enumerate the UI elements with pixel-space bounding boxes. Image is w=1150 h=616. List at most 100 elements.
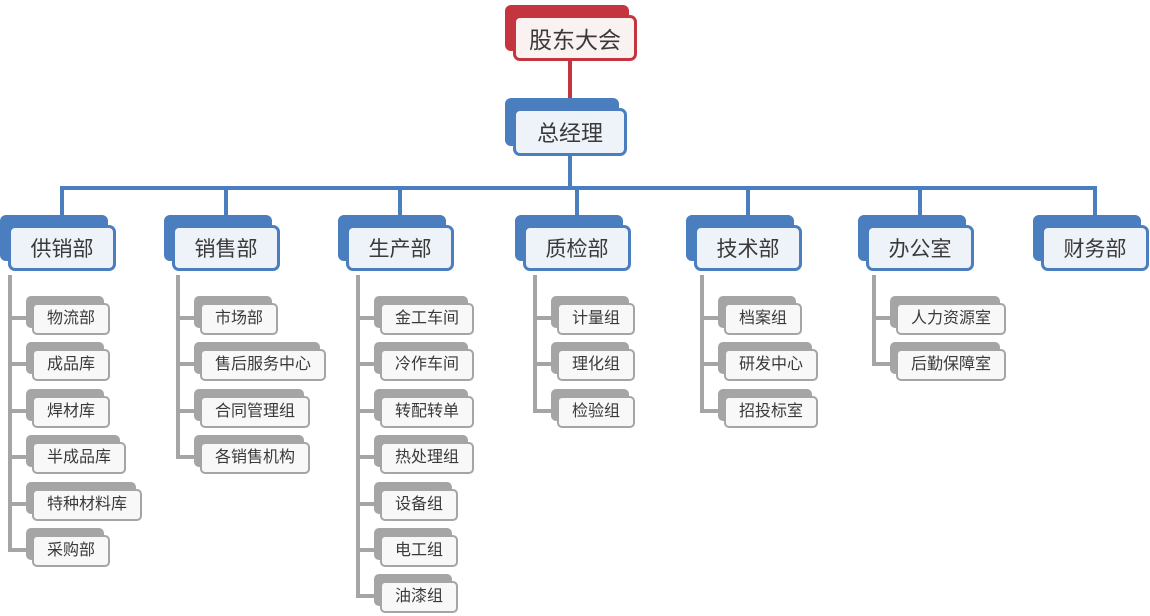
dept-node-5-label: 办公室 bbox=[866, 225, 974, 271]
leaf-node-2-5-label: 电工组 bbox=[380, 535, 459, 567]
leaf-node-0-2[interactable]: 焊材库 bbox=[26, 389, 111, 428]
dept-node-3[interactable]: 质检部 bbox=[515, 215, 631, 271]
leaf-node-1-2[interactable]: 合同管理组 bbox=[194, 389, 311, 428]
connector-col-line-3 bbox=[533, 275, 537, 413]
connector-dept-stub-6 bbox=[1093, 186, 1097, 217]
leaf-node-0-3-label: 半成品库 bbox=[32, 442, 127, 474]
leaf-node-3-0-label: 计量组 bbox=[557, 303, 636, 335]
connector-leaf-stub-2-6 bbox=[356, 594, 378, 598]
leaf-node-4-1-label: 研发中心 bbox=[724, 349, 819, 381]
connector-leaf-stub-5-0 bbox=[872, 316, 894, 320]
leaf-node-0-1-label: 成品库 bbox=[32, 349, 111, 381]
leaf-node-5-1-label: 后勤保障室 bbox=[896, 349, 1007, 381]
leaf-node-0-0-label: 物流部 bbox=[32, 303, 111, 335]
dept-node-1-label: 销售部 bbox=[172, 225, 280, 271]
connector-leaf-stub-0-2 bbox=[8, 409, 30, 413]
dept-node-0[interactable]: 供销部 bbox=[0, 215, 116, 271]
connector-leaf-stub-0-3 bbox=[8, 455, 30, 459]
connector-root-to-manager bbox=[568, 58, 572, 100]
connector-col-line-2 bbox=[356, 275, 360, 598]
leaf-node-4-2-label: 招投标室 bbox=[724, 396, 819, 428]
dept-node-6-label: 财务部 bbox=[1041, 225, 1149, 271]
leaf-node-2-5[interactable]: 电工组 bbox=[374, 528, 459, 567]
leaf-node-1-1-label: 售后服务中心 bbox=[200, 349, 327, 381]
leaf-node-4-1[interactable]: 研发中心 bbox=[718, 342, 819, 381]
connector-leaf-stub-2-5 bbox=[356, 548, 378, 552]
connector-dept-stub-0 bbox=[60, 186, 64, 217]
leaf-node-3-0[interactable]: 计量组 bbox=[551, 296, 636, 335]
dept-node-0-label: 供销部 bbox=[8, 225, 116, 271]
connector-leaf-stub-2-1 bbox=[356, 362, 378, 366]
leaf-node-3-1[interactable]: 理化组 bbox=[551, 342, 636, 381]
connector-leaf-stub-4-0 bbox=[700, 316, 722, 320]
leaf-node-1-3-label: 各销售机构 bbox=[200, 442, 311, 474]
dept-node-6[interactable]: 财务部 bbox=[1033, 215, 1149, 271]
connector-leaf-stub-5-1 bbox=[872, 362, 894, 366]
leaf-node-2-4[interactable]: 设备组 bbox=[374, 482, 459, 521]
leaf-node-0-0[interactable]: 物流部 bbox=[26, 296, 111, 335]
connector-leaf-stub-4-2 bbox=[700, 409, 722, 413]
dept-node-4[interactable]: 技术部 bbox=[686, 215, 802, 271]
connector-leaf-stub-2-0 bbox=[356, 316, 378, 320]
connector-leaf-stub-3-1 bbox=[533, 362, 555, 366]
connector-leaf-stub-3-0 bbox=[533, 316, 555, 320]
connector-leaf-stub-2-3 bbox=[356, 455, 378, 459]
leaf-node-2-0[interactable]: 金工车间 bbox=[374, 296, 475, 335]
leaf-node-0-4-label: 特种材料库 bbox=[32, 489, 143, 521]
leaf-node-2-2-label: 转配转单 bbox=[380, 396, 475, 428]
manager-node-label: 总经理 bbox=[513, 108, 627, 156]
leaf-node-0-4[interactable]: 特种材料库 bbox=[26, 482, 143, 521]
connector-leaf-stub-0-5 bbox=[8, 548, 30, 552]
connector-leaf-stub-1-1 bbox=[176, 362, 198, 366]
leaf-node-3-1-label: 理化组 bbox=[557, 349, 636, 381]
leaf-node-5-1[interactable]: 后勤保障室 bbox=[890, 342, 1007, 381]
leaf-node-4-2[interactable]: 招投标室 bbox=[718, 389, 819, 428]
dept-node-5[interactable]: 办公室 bbox=[858, 215, 974, 271]
leaf-node-0-2-label: 焊材库 bbox=[32, 396, 111, 428]
leaf-node-1-3[interactable]: 各销售机构 bbox=[194, 435, 311, 474]
manager-node[interactable]: 总经理 bbox=[505, 98, 627, 156]
dept-node-1[interactable]: 销售部 bbox=[164, 215, 280, 271]
connector-dept-stub-5 bbox=[918, 186, 922, 217]
connector-col-line-1 bbox=[176, 275, 180, 459]
leaf-node-1-0[interactable]: 市场部 bbox=[194, 296, 279, 335]
leaf-node-2-4-label: 设备组 bbox=[380, 489, 459, 521]
leaf-node-2-6[interactable]: 油漆组 bbox=[374, 574, 459, 613]
connector-manager-to-bus bbox=[568, 154, 572, 190]
connector-leaf-stub-2-2 bbox=[356, 409, 378, 413]
connector-dept-stub-2 bbox=[398, 186, 402, 217]
root-node-label: 股东大会 bbox=[513, 15, 637, 61]
connector-leaf-stub-4-1 bbox=[700, 362, 722, 366]
leaf-node-0-5[interactable]: 采购部 bbox=[26, 528, 111, 567]
dept-node-2[interactable]: 生产部 bbox=[338, 215, 454, 271]
connector-col-line-5 bbox=[872, 275, 876, 366]
leaf-node-4-0-label: 档案组 bbox=[724, 303, 803, 335]
connector-leaf-stub-0-4 bbox=[8, 502, 30, 506]
leaf-node-2-3-label: 热处理组 bbox=[380, 442, 475, 474]
leaf-node-2-1-label: 冷作车间 bbox=[380, 349, 475, 381]
connector-leaf-stub-0-0 bbox=[8, 316, 30, 320]
leaf-node-0-5-label: 采购部 bbox=[32, 535, 111, 567]
connector-leaf-stub-1-3 bbox=[176, 455, 198, 459]
leaf-node-0-1[interactable]: 成品库 bbox=[26, 342, 111, 381]
root-node[interactable]: 股东大会 bbox=[505, 5, 637, 61]
leaf-node-1-1[interactable]: 售后服务中心 bbox=[194, 342, 327, 381]
leaf-node-4-0[interactable]: 档案组 bbox=[718, 296, 803, 335]
leaf-node-5-0-label: 人力资源室 bbox=[896, 303, 1007, 335]
connector-dept-stub-1 bbox=[224, 186, 228, 217]
dept-node-3-label: 质检部 bbox=[523, 225, 631, 271]
leaf-node-5-0[interactable]: 人力资源室 bbox=[890, 296, 1007, 335]
leaf-node-2-1[interactable]: 冷作车间 bbox=[374, 342, 475, 381]
connector-col-line-0 bbox=[8, 275, 12, 552]
connector-dept-stub-4 bbox=[746, 186, 750, 217]
leaf-node-3-2[interactable]: 检验组 bbox=[551, 389, 636, 428]
leaf-node-2-3[interactable]: 热处理组 bbox=[374, 435, 475, 474]
connector-leaf-stub-0-1 bbox=[8, 362, 30, 366]
leaf-node-0-3[interactable]: 半成品库 bbox=[26, 435, 127, 474]
connector-leaf-stub-2-4 bbox=[356, 502, 378, 506]
leaf-node-2-2[interactable]: 转配转单 bbox=[374, 389, 475, 428]
leaf-node-2-6-label: 油漆组 bbox=[380, 581, 459, 613]
leaf-node-1-2-label: 合同管理组 bbox=[200, 396, 311, 428]
connector-leaf-stub-1-0 bbox=[176, 316, 198, 320]
